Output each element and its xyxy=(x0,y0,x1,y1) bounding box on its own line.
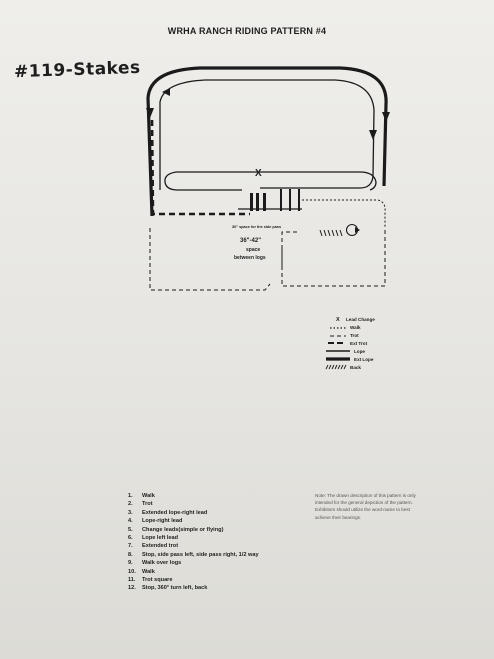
step-text: Change leads(simple or flying) xyxy=(142,526,224,533)
side-pass-label: 30" space for the side pass xyxy=(232,225,281,229)
trot-square-path xyxy=(281,230,386,287)
list-item: 8. Stop, side pass left, side pass right,… xyxy=(128,551,259,559)
legend-back-hatch xyxy=(325,364,347,370)
step-number: 1. xyxy=(128,493,133,499)
logs-spacing-label: 36"-42" xyxy=(240,238,261,244)
legend-label: Back xyxy=(350,365,361,370)
log xyxy=(280,189,282,211)
step-number: 9. xyxy=(128,560,133,567)
list-item: 11. Trot square xyxy=(128,576,259,584)
arrow-icon xyxy=(382,112,390,122)
lope-loop-path xyxy=(146,66,388,217)
step-text: Stop, 360° turn left, back xyxy=(142,585,208,592)
step-text: Walk xyxy=(142,493,155,499)
legend-label: Trot xyxy=(350,333,359,338)
step-number: 7. xyxy=(128,543,133,550)
step-text: Extended lope-right lead xyxy=(142,509,208,516)
step-number: 3. xyxy=(128,509,133,516)
arrow-icon xyxy=(369,130,377,140)
step-number: 5. xyxy=(128,526,133,533)
pattern-steps-list: 1. Walk 2. Trot 3. Extended lope-right lead… xyxy=(128,492,259,593)
step-text: Walk xyxy=(142,568,155,575)
legend-label: Ext Lope xyxy=(354,357,374,362)
page-title: WRHA RANCH RIDING PATTERN #4 xyxy=(167,26,327,36)
list-item: 12. Stop, 360° turn left, back xyxy=(128,584,259,592)
list-item: 1. Walk xyxy=(128,492,259,500)
back-marker xyxy=(319,229,343,237)
arrow-icon xyxy=(146,108,154,118)
list-item: 9. Walk over logs xyxy=(128,559,259,567)
arrow-icon xyxy=(355,227,360,233)
log xyxy=(298,189,300,211)
log xyxy=(256,193,259,211)
ext-trot-path xyxy=(150,119,250,216)
list-item: 3. Extended lope-right lead xyxy=(128,509,259,517)
list-item: 10. Walk xyxy=(128,568,259,576)
list-item: 5. Change leads(simple or flying) xyxy=(128,526,259,534)
list-item: 6. Lope left lead xyxy=(128,534,259,542)
step-number: 12. xyxy=(128,585,136,592)
log xyxy=(289,189,291,211)
step-number: 11. xyxy=(128,577,136,584)
step-text: Walk over logs xyxy=(142,560,182,567)
trot-path xyxy=(149,228,271,291)
log xyxy=(250,193,253,211)
list-item: 4. Lope-right lead xyxy=(128,517,259,525)
legend: X Lead Change Walk Trot Ext Trot Lope Ex… xyxy=(325,317,375,370)
legend-label: Lope xyxy=(354,349,365,354)
left-lead-path xyxy=(164,171,260,191)
lead-change-marker: X xyxy=(255,168,262,179)
step-text: Trot xyxy=(142,501,153,508)
walk-path xyxy=(302,199,386,228)
step-text: Lope left lead xyxy=(142,535,179,542)
arrow-icon xyxy=(162,88,170,96)
legend-symbol-x: X xyxy=(336,317,340,323)
log xyxy=(263,193,266,211)
logs-spacing-label: between logs xyxy=(234,255,266,261)
legend-label: Ext Trot xyxy=(350,341,368,346)
step-number: 8. xyxy=(128,551,133,558)
pattern-note: Note: The drawn description of this patt… xyxy=(315,493,416,520)
list-item: 7. Extended trot xyxy=(128,542,259,550)
step-text: Lope-right lead xyxy=(142,518,183,525)
legend-label: Walk xyxy=(350,325,361,330)
step-text: Stop, side pass left, side pass right, 1… xyxy=(142,551,259,558)
step-text: Extended trot xyxy=(142,543,179,550)
step-text: Trot square xyxy=(142,577,173,584)
step-number: 2. xyxy=(128,501,133,508)
inner-lope-path xyxy=(159,79,375,190)
legend-label: Lead Change xyxy=(346,317,375,322)
step-number: 10. xyxy=(128,568,136,575)
logs-spacing-label: space xyxy=(246,247,260,253)
right-turn-path xyxy=(260,171,377,191)
list-item: 2. Trot xyxy=(128,500,259,508)
step-number: 4. xyxy=(128,518,133,525)
step-number: 6. xyxy=(128,535,133,542)
